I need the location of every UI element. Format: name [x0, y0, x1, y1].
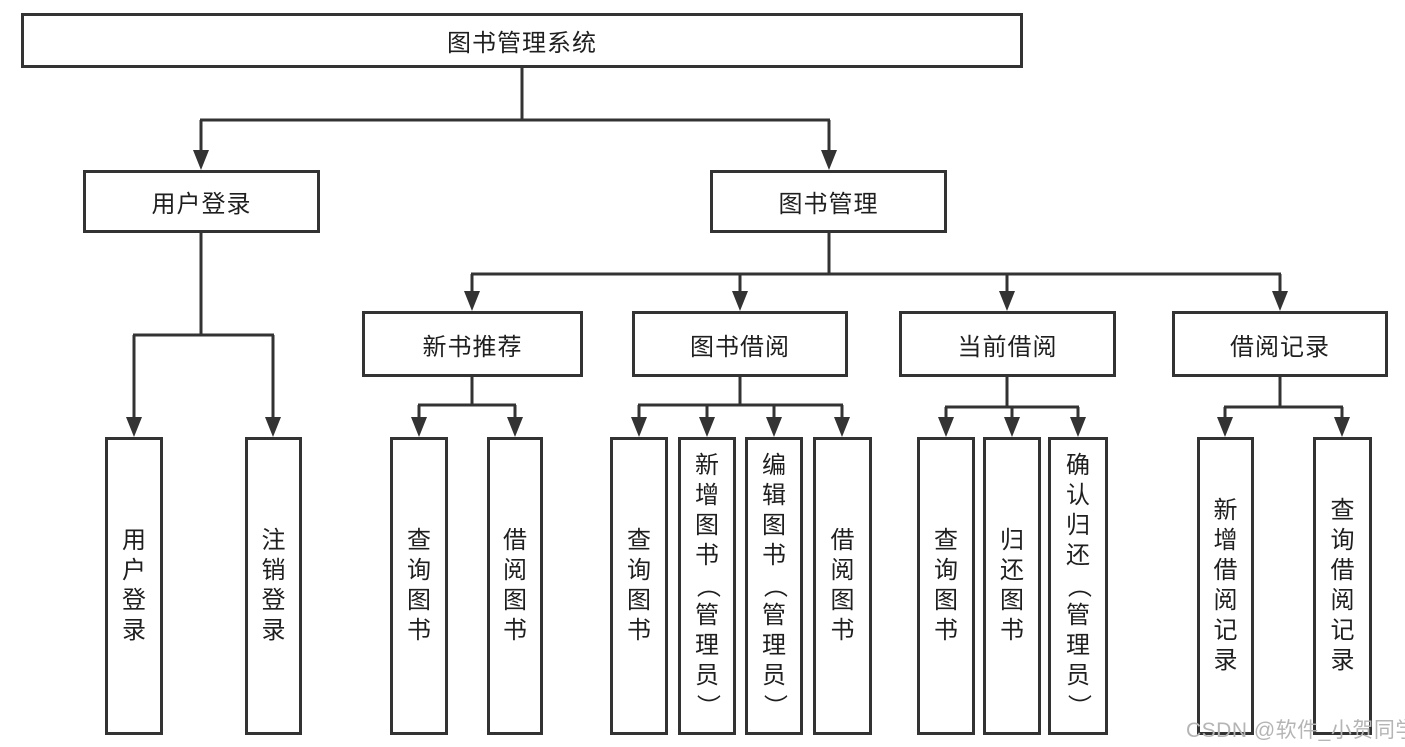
node-label-query-books-recommend: 查询图书 — [407, 527, 431, 644]
node-borrow-books-borrow: 借阅图书 — [813, 437, 872, 735]
node-label-add-books-admin: 新增图书（管理员） — [694, 452, 721, 718]
node-borrow-books-recommend: 借阅图书 — [487, 437, 543, 735]
csdn-watermark: CSDN @软件_小贺同学 — [1186, 719, 1405, 742]
node-label-user-login-action: 用户登录 — [122, 527, 146, 644]
node-query-books-current: 查询图书 — [917, 437, 975, 735]
node-confirm-return-admin: 确认归还（管理员） — [1048, 437, 1108, 735]
node-label-edit-books-admin: 编辑图书（管理员） — [761, 452, 788, 718]
node-query-books-borrow: 查询图书 — [610, 437, 668, 735]
node-return-books: 归还图书 — [983, 437, 1041, 735]
node-label-query-borrow-record: 查询借阅记录 — [1330, 497, 1355, 674]
node-label-user-login: 用户登录 — [151, 191, 252, 218]
node-borrow-records: 借阅记录 — [1172, 311, 1388, 377]
node-query-borrow-record: 查询借阅记录 — [1313, 437, 1372, 735]
node-label-new-book-recommend: 新书推荐 — [422, 333, 523, 361]
node-add-books-admin: 新增图书（管理员） — [678, 437, 736, 735]
node-label-query-books-current: 查询图书 — [934, 527, 958, 644]
node-label-book-management: 图书管理 — [778, 191, 879, 218]
node-label-query-books-borrow: 查询图书 — [627, 527, 651, 644]
node-user-login: 用户登录 — [83, 170, 320, 233]
node-query-books-recommend: 查询图书 — [390, 437, 448, 735]
node-label-borrow-books-recommend: 借阅图书 — [503, 527, 527, 644]
node-label-return-books: 归还图书 — [1000, 527, 1024, 644]
node-label-borrow-books-borrow: 借阅图书 — [830, 527, 855, 644]
node-label-confirm-return-admin: 确认归还（管理员） — [1065, 452, 1092, 718]
node-new-book-recommend: 新书推荐 — [362, 311, 583, 377]
node-logout-action: 注销登录 — [245, 437, 302, 735]
node-system-root: 图书管理系统 — [21, 13, 1023, 68]
node-label-system-root: 图书管理系统 — [447, 30, 597, 57]
node-label-current-borrow: 当前借阅 — [957, 333, 1058, 361]
node-edit-books-admin: 编辑图书（管理员） — [745, 437, 803, 735]
node-label-book-borrow: 图书借阅 — [690, 333, 790, 361]
node-label-borrow-records: 借阅记录 — [1230, 333, 1330, 361]
node-label-logout-action: 注销登录 — [261, 527, 286, 644]
node-current-borrow: 当前借阅 — [899, 311, 1116, 377]
node-add-borrow-record: 新增借阅记录 — [1197, 437, 1254, 735]
node-book-management: 图书管理 — [710, 170, 947, 233]
node-book-borrow: 图书借阅 — [632, 311, 848, 377]
node-label-add-borrow-record: 新增借阅记录 — [1213, 497, 1238, 674]
node-user-login-action: 用户登录 — [105, 437, 163, 735]
